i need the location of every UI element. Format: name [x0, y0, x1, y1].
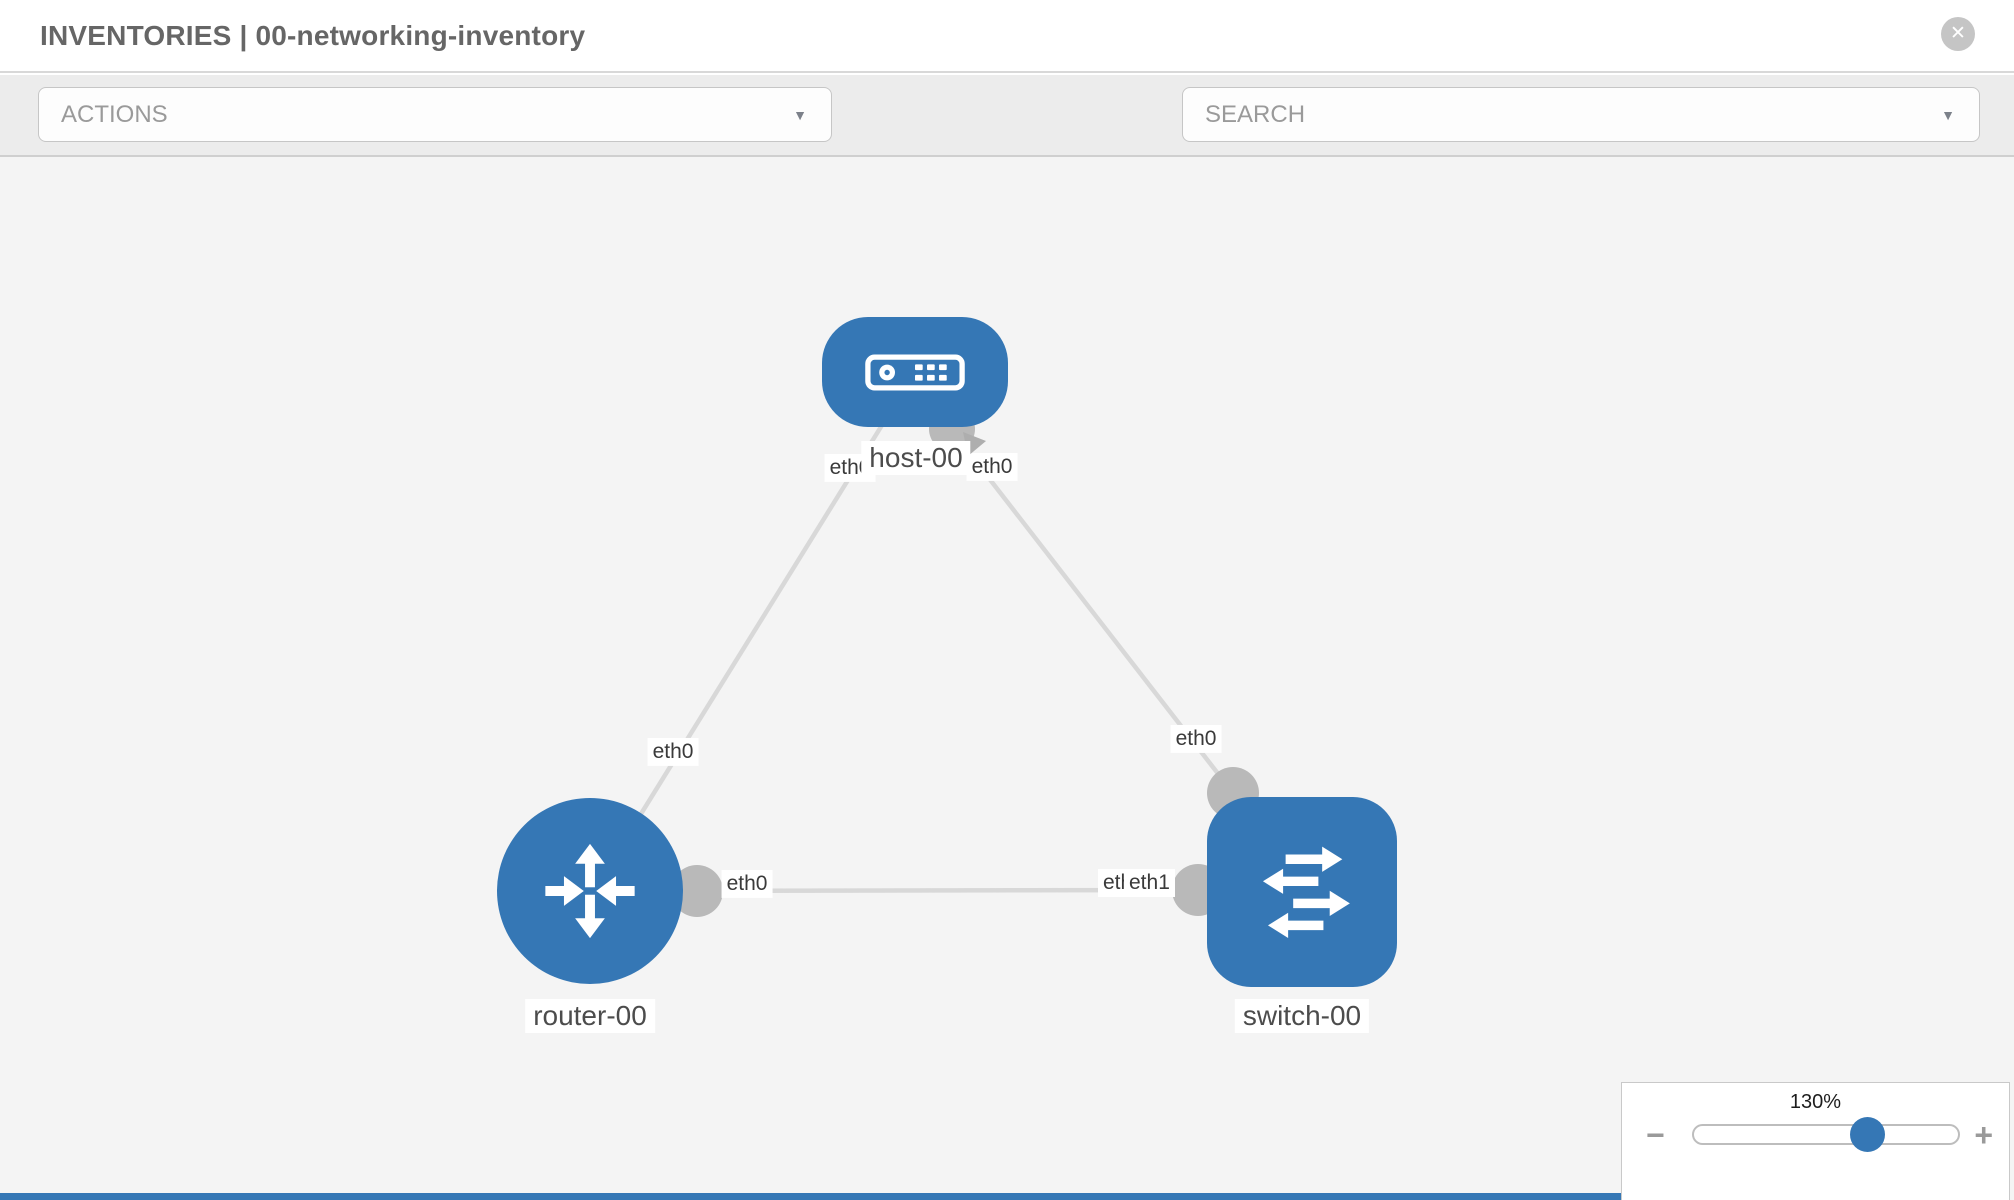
search-field[interactable]: ▼ — [1182, 87, 1980, 142]
node-label-host: host-00 — [861, 441, 971, 475]
zoom-percentage: 130% — [1789, 1091, 1842, 1113]
host-icon — [865, 353, 965, 391]
close-icon[interactable]: ✕ — [1941, 17, 1975, 51]
toolbar: ACTIONS ▼ ▼ — [0, 75, 2014, 203]
switch-icon — [1262, 846, 1350, 938]
actions-dropdown[interactable]: ACTIONS ▼ — [38, 87, 832, 142]
node-label-router: router-00 — [525, 999, 655, 1033]
chevron-down-icon: ▼ — [1941, 106, 1955, 123]
port-circle-router[interactable] — [671, 865, 723, 917]
iface-label: eth0 — [721, 869, 773, 899]
node-host-00[interactable] — [822, 317, 1008, 427]
topology-links — [589, 378, 1259, 917]
header-bar: INVENTORIES | 00-networking-inventory ✕ — [0, 0, 2014, 73]
zoom-control-panel: 130% − + — [1621, 1082, 2010, 1200]
actions-dropdown-label: ACTIONS — [61, 100, 168, 128]
topology-canvas[interactable]: eth0 eth0 eth0 eth0 eth0 eth0 eth1 — [0, 157, 2014, 1200]
iface-label: eth0 — [1170, 724, 1222, 754]
node-switch-00[interactable] — [1207, 797, 1397, 987]
zoom-slider-track[interactable] — [1692, 1117, 1960, 1152]
iface-label: eth1 — [1124, 869, 1175, 898]
page-title: INVENTORIES | 00-networking-inventory — [40, 20, 586, 51]
node-label-switch: switch-00 — [1234, 999, 1370, 1033]
chevron-down-icon: ▼ — [793, 106, 807, 123]
search-input[interactable] — [1205, 100, 1905, 129]
iface-label: eth0 — [647, 737, 699, 767]
zoom-in-button[interactable]: + — [1974, 1117, 1993, 1153]
zoom-slider-thumb[interactable] — [1850, 1117, 1885, 1152]
node-router-00[interactable] — [497, 798, 683, 984]
iface-label: eth0 — [966, 452, 1018, 482]
router-icon — [545, 843, 635, 939]
zoom-out-button[interactable]: − — [1646, 1117, 1665, 1153]
close-x-glyph: ✕ — [1950, 23, 1966, 44]
bottom-accent-strip — [0, 1193, 1621, 1200]
